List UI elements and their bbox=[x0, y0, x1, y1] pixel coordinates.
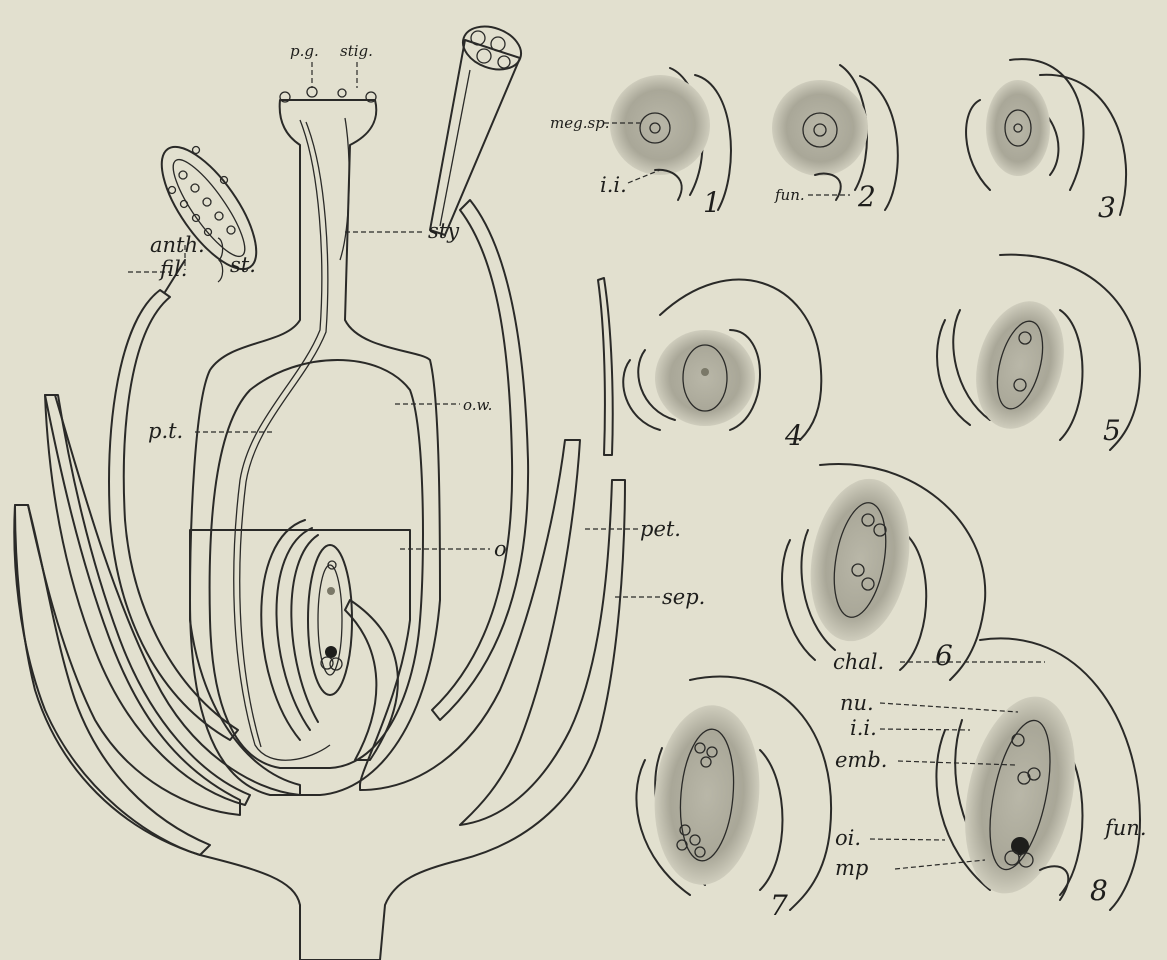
pistil bbox=[190, 100, 440, 795]
figure-number-5: 5 bbox=[1103, 414, 1121, 447]
ovule-figure-6 bbox=[782, 464, 985, 680]
label-filament: fil. bbox=[158, 257, 187, 281]
stamen-filament-right bbox=[432, 200, 528, 720]
label-ovule: o bbox=[494, 537, 507, 561]
figure-number-1: 1 bbox=[703, 186, 721, 219]
flower-longitudinal-section bbox=[14, 19, 625, 960]
label-embryo-sac: emb. bbox=[835, 748, 887, 772]
ovule-figure-8 bbox=[870, 638, 1140, 910]
figure-number-6: 6 bbox=[935, 639, 953, 672]
figure-number-3: 3 bbox=[1098, 191, 1116, 224]
label-inner-integument-1: i.i. bbox=[600, 173, 627, 197]
ovule-figure-7 bbox=[636, 677, 831, 910]
label-funiculus-8: fun. bbox=[1103, 816, 1147, 840]
stamen-filament-left bbox=[109, 290, 238, 740]
label-stamen: st. bbox=[230, 253, 256, 277]
ovule-in-ovary bbox=[261, 520, 398, 760]
label-micropyle: mp bbox=[835, 856, 868, 880]
label-pollen-grain: p.g. bbox=[290, 42, 319, 60]
label-megaspore: meg.sp. bbox=[550, 114, 610, 132]
label-style: sty bbox=[428, 219, 460, 243]
figure-number-4: 4 bbox=[784, 419, 803, 452]
petal-right-upper bbox=[598, 278, 613, 455]
ovule-figure-4 bbox=[623, 280, 821, 440]
figure-number-2: 2 bbox=[857, 180, 876, 213]
label-funiculus-2: fun. bbox=[774, 186, 805, 204]
label-ovary-wall: o.w. bbox=[463, 396, 492, 414]
label-inner-integument-8: i.i. bbox=[850, 716, 877, 740]
label-chalaza: chal. bbox=[833, 650, 884, 674]
figure-number-8: 8 bbox=[1090, 874, 1108, 907]
label-petal: pet. bbox=[640, 517, 681, 541]
label-stigma: stig. bbox=[340, 42, 373, 60]
label-sepal: sep. bbox=[662, 585, 705, 609]
label-pollen-tube: p.t. bbox=[148, 419, 183, 443]
anther-right bbox=[430, 19, 527, 235]
pollen-tube-2 bbox=[240, 122, 328, 747]
petal-left bbox=[45, 395, 250, 805]
figure-number-7: 7 bbox=[770, 889, 788, 922]
sepal-left bbox=[14, 505, 210, 855]
pollen-grain bbox=[307, 87, 317, 97]
main-leader-lines bbox=[128, 62, 660, 597]
label-anther: anth. bbox=[150, 233, 205, 257]
label-nucellus: nu. bbox=[840, 691, 874, 715]
pollen-grain bbox=[338, 89, 346, 97]
label-outer-integument: oi. bbox=[835, 826, 861, 850]
